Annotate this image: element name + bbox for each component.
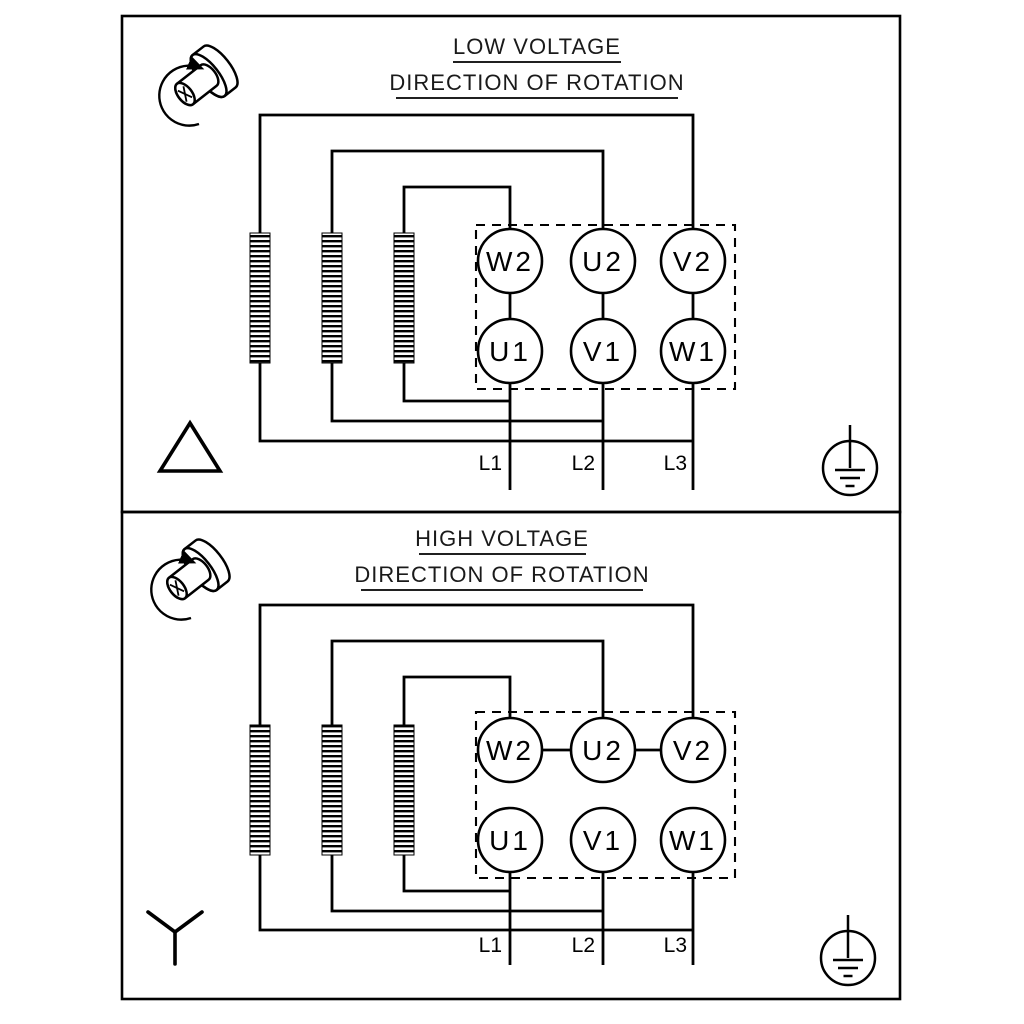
terminals: W2 U2 V2 U1 V1 W1 [476,716,727,874]
winding-coils [249,724,415,856]
svg-text:V2: V2 [673,735,713,766]
terminal-v2: V2 [659,227,727,295]
svg-text:W1: W1 [669,825,717,856]
wiring [258,603,695,965]
lead-labels: L1 L2 L3 [479,934,687,957]
panel-header: HIGH VOLTAGE DIRECTION OF ROTATION [354,526,649,591]
svg-text:U2: U2 [582,246,624,277]
terminal-w2: W2 [476,716,544,784]
panel-title: HIGH VOLTAGE [415,526,589,551]
winding-coil-icon [393,232,415,364]
svg-text:W2: W2 [486,735,534,766]
winding-coil-icon [321,232,343,364]
lead-l1: L1 [479,934,502,957]
svg-text:W1: W1 [669,336,717,367]
terminal-v1: V1 [569,806,637,874]
svg-text:U1: U1 [489,336,531,367]
svg-text:V1: V1 [583,336,623,367]
svg-text:V2: V2 [673,246,713,277]
panel-subtitle: DIRECTION OF ROTATION [389,70,684,95]
terminal-v1: V1 [569,317,637,385]
terminal-w2: W2 [476,227,544,295]
winding-coil-icon [393,724,415,856]
lead-l2: L2 [572,452,595,475]
winding-coils [249,232,415,364]
svg-text:W2: W2 [486,246,534,277]
svg-text:V1: V1 [583,825,623,856]
high-voltage-panel: HIGH VOLTAGE DIRECTION OF ROTATION [120,510,902,1001]
terminal-u2: U2 [569,227,637,295]
terminal-u2: U2 [569,716,637,784]
panel-subtitle: DIRECTION OF ROTATION [354,562,649,587]
lead-labels: L1 L2 L3 [479,452,687,475]
terminal-v2: V2 [659,716,727,784]
svg-text:U2: U2 [582,735,624,766]
wiring [258,113,695,490]
terminal-w1: W1 [659,317,727,385]
lead-l2: L2 [572,934,595,957]
terminal-w1: W1 [659,806,727,874]
lead-l1: L1 [479,452,502,475]
high-voltage-panel-border [120,510,902,1001]
terminal-u1: U1 [476,806,544,874]
lead-l3: L3 [664,452,687,475]
panel-title: LOW VOLTAGE [453,34,621,59]
terminals: W2 U2 V2 U1 V1 W1 [476,227,727,385]
terminal-box [474,223,737,391]
low-voltage-panel: LOW VOLTAGE DIRECTION OF ROTATION [120,14,902,514]
lead-l3: L3 [664,934,687,957]
winding-coil-icon [249,724,271,856]
panel-header: LOW VOLTAGE DIRECTION OF ROTATION [389,34,684,99]
terminal-box [474,710,737,880]
winding-coil-icon [321,724,343,856]
winding-coil-icon [249,232,271,364]
terminal-u1: U1 [476,317,544,385]
svg-text:U1: U1 [489,825,531,856]
